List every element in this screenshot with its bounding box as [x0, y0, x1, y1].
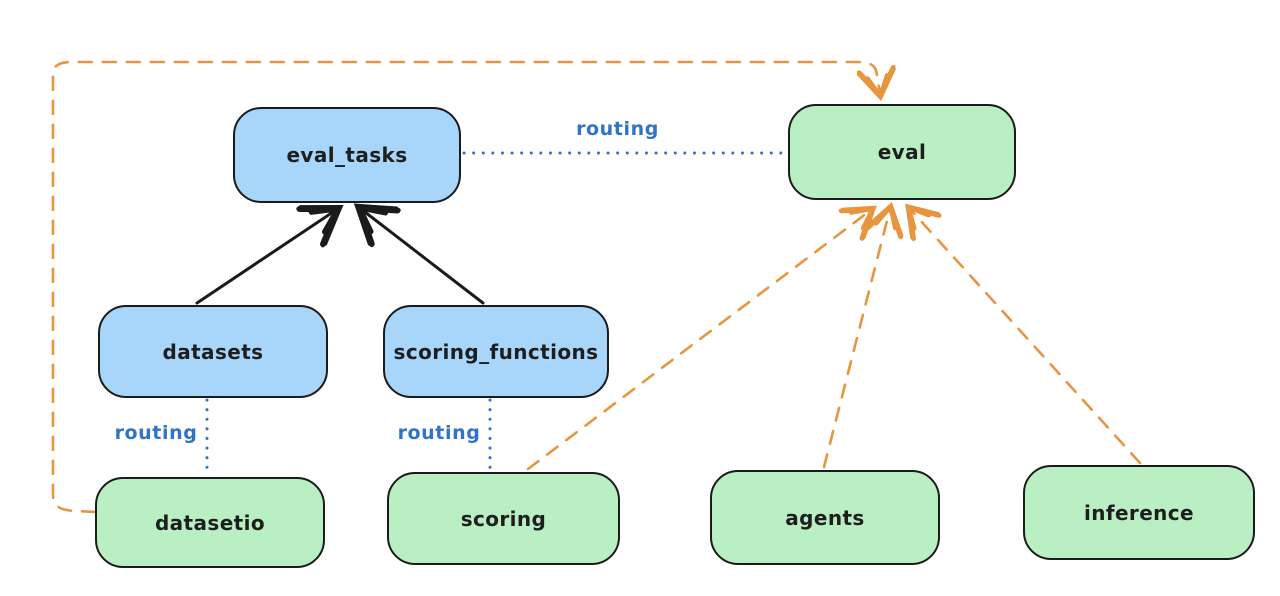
- node-datasetio: datasetio: [95, 477, 325, 568]
- node-datasets-label: datasets: [162, 339, 264, 364]
- node-eval-tasks: eval_tasks: [233, 107, 461, 203]
- edge-scoring-functions-to-eval-tasks: [361, 209, 485, 305]
- node-scoring-functions-label: scoring_functions: [393, 339, 599, 364]
- node-eval-tasks-label: eval_tasks: [286, 143, 408, 167]
- routing-label-text: routing: [576, 118, 659, 140]
- edge-inference-to-eval: [910, 209, 1142, 465]
- node-scoring-label: scoring: [460, 506, 547, 531]
- edge-datasets-to-eval-tasks: [195, 210, 336, 305]
- routing-label-text: routing: [114, 422, 198, 444]
- node-scoring: scoring: [387, 472, 620, 565]
- node-agents: agents: [710, 470, 940, 565]
- node-eval-label: eval: [877, 140, 927, 164]
- edge-label-routing-eval-tasks-eval: routing: [570, 118, 665, 140]
- routing-label-text: routing: [397, 422, 481, 444]
- node-scoring-functions: scoring_functions: [383, 305, 609, 398]
- node-datasetio-label: datasetio: [154, 510, 266, 535]
- node-inference-label: inference: [1083, 500, 1195, 525]
- edge-label-routing-datasets-datasetio: routing: [110, 422, 202, 444]
- edge-label-routing-scoring-functions-scoring: routing: [393, 422, 485, 444]
- node-inference: inference: [1023, 465, 1255, 560]
- edge-datasetio-to-eval: [51, 60, 880, 514]
- node-agents-label: agents: [785, 505, 865, 530]
- edge-scoring-to-eval: [526, 210, 871, 471]
- node-eval: eval: [788, 104, 1016, 200]
- node-datasets: datasets: [98, 305, 328, 398]
- edge-agents-to-eval: [822, 209, 890, 469]
